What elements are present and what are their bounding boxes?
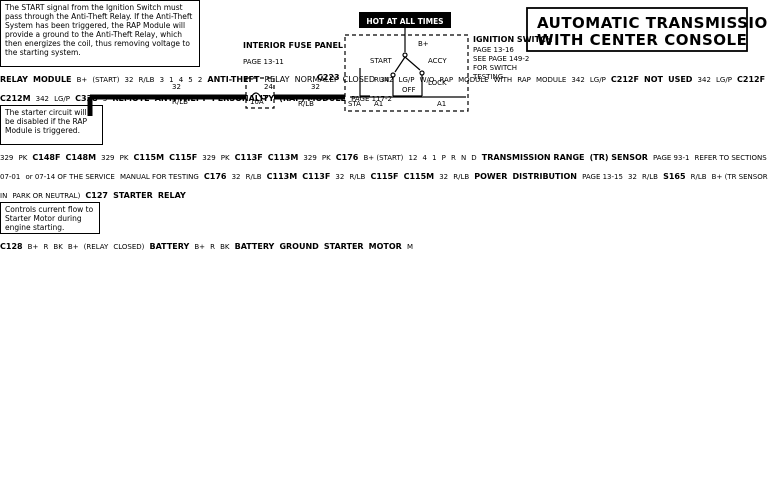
wire-329-pk: 329 PK C148F C148M 329 PK C115M C115F 32… [0,153,359,162]
relay-name-1: ANTI-THEFT [207,75,260,84]
conn-c113f: C113F [234,153,263,162]
relay-b-plus-start: B+ [76,76,88,84]
tr-sensor: B+ (START) 12 4 1 P R N D TRANSMISSION R… [0,153,767,181]
ign-term-a1-1: A1 [374,100,383,108]
conn-c115f-bottom: C115F [370,172,399,181]
wire-342-relay-to-rap: 342 LG/P [380,76,415,84]
starter-cables: C128 B+ R BK B+ (RELAY CLOSED) [0,242,145,251]
ign-off: OFF [402,86,416,94]
hot-at-all-times-label: HOT AT ALL TIMES [359,12,451,36]
svg-text:32: 32 [311,83,320,91]
conn-c176: C176 [203,172,227,181]
tr-name-5: or 07-14 OF THE SERVICE [25,173,115,181]
conn-c115m-bottom: C115M [403,172,435,181]
ign-accy: ACCY [428,57,447,65]
svg-text:R/LB: R/LB [298,100,314,108]
wire-32-ignition-to-relay: 32 R/LB C223 32 R/LB [87,73,345,116]
ign-b-plus: B+ [418,40,429,48]
conn-c127: C127 [85,191,108,200]
conn-c212f: C212F [737,75,766,84]
tr-name-1: TRANSMISSION RANGE [481,153,585,162]
relay-name-3: NORMALLY [294,75,338,84]
starter-motor: STARTER MOTOR M [323,242,413,251]
ign-run: RUN [374,76,389,84]
conn-c176-top: C176 [335,153,359,162]
ign-term-a1-2: A1 [437,100,446,108]
svg-text:SEE PAGE 149-2: SEE PAGE 149-2 [473,55,529,63]
fuse-amp: 10A [250,98,264,106]
title-line-1: AUTOMATIC TRANSMISSION [537,14,768,32]
ignition-switch: B+ START ACCY RUN OFF LOCK STA A1 A1 [344,34,469,112]
svg-text:PAGE 13-16: PAGE 13-16 [473,46,514,54]
conn-c212f-top: C212F [610,75,639,84]
conn-c115f: C115F [169,153,198,162]
conn-c338: C338 [75,94,98,103]
ign-lock: LOCK [428,79,447,87]
svg-text:R/LB: R/LB [172,98,188,106]
power-distribution: POWER DISTRIBUTION PAGE 13-15 32 R/LB S1… [474,172,707,181]
conn-c128: C128 [0,242,23,251]
svg-text:INTERIOR FUSE PANEL: INTERIOR FUSE PANEL [243,41,343,50]
ign-start: START [370,57,392,65]
conn-c223: C223 [317,73,340,82]
conn-c113m: C113M [267,153,299,162]
conn-c148f: C148F [32,153,61,162]
svg-text:TESTING: TESTING [472,73,503,81]
wire-32-tr-to-relay: 32 R/LB C113M C113F 32 R/LB C115F C115M … [231,172,470,181]
battery: BATTERY B+ R BK BATTERY GROUND [149,242,319,251]
note-starter-disabled: The starter circuit will be disabled if … [0,105,103,145]
conn-c148m: C148M [65,153,97,162]
svg-text:FOR SWITCH: FOR SWITCH [473,64,517,72]
note-start-signal: The START signal from the Ignition Switc… [0,0,200,67]
svg-text:IGNITION SWITCH: IGNITION SWITCH [473,35,553,44]
svg-text:HOT AT ALL TIMES: HOT AT ALL TIMES [366,17,443,26]
conn-c113f-bottom: C113F [302,172,331,181]
conn-c115m: C115M [133,153,165,162]
relay-name-4: CLOSED [342,75,375,84]
svg-text:PAGE 13-11: PAGE 13-11 [243,58,284,66]
rap-options: W/O RAP MODULE WITH RAP MODULE 342 LG/P … [0,75,766,103]
fuse-number: 24 [264,83,273,91]
tr-name-2: (TR) SENSOR [589,153,648,162]
ignition-switch-label: IGNITION SWITCH PAGE 13-16 SEE PAGE 149-… [472,35,553,81]
title-block: AUTOMATIC TRANSMISSION WITH CENTER CONSO… [526,7,768,52]
ign-term-sta: STA [348,100,361,108]
conn-c113m-bottom: C113M [266,172,298,181]
title-line-2: WITH CENTER CONSOLE [537,31,747,49]
tr-name-6: MANUAL FOR TESTING [119,173,199,181]
interior-fuse-panel: INTERIOR FUSE PANEL PAGE 13-11 24 10A [243,41,343,109]
relay-module: RELAY MODULE B+ (START) 32 R/LB 3 1 4 5 … [0,75,375,84]
splice-s165: S165 [663,172,686,181]
starter-relay: B+ (TR SENSOR IN PARK OR NEUTRAL) C127 S… [0,173,768,200]
conn-c212m: C212M [0,94,31,103]
tr-name-3: PAGE 93-1 [653,154,690,162]
svg-text:32: 32 [172,83,181,91]
relay-name-2: RELAY [264,75,290,84]
tr-name-4: REFER TO SECTIONS 07-01 [0,154,767,181]
